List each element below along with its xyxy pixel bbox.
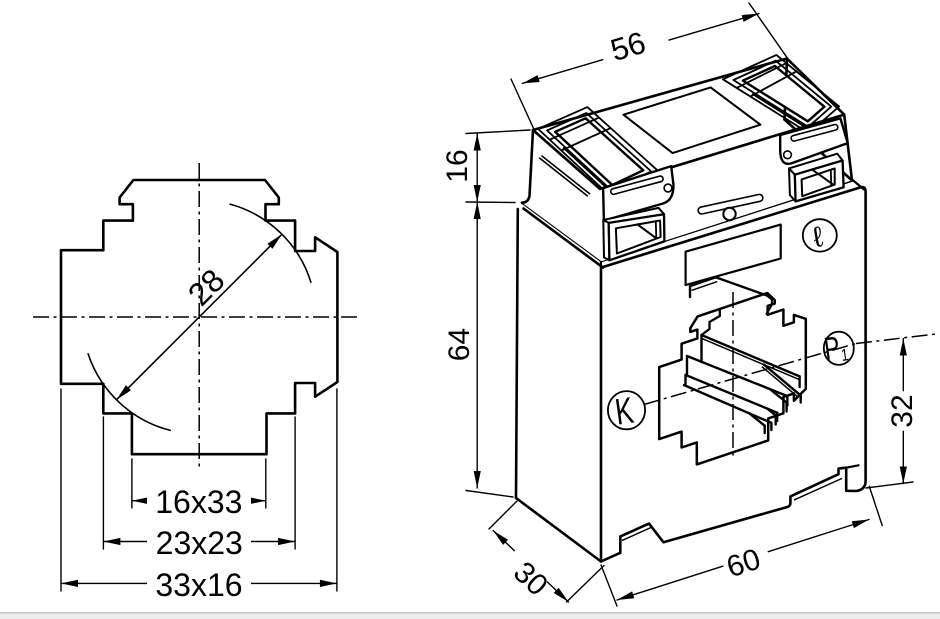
svg-text:K: K — [613, 389, 637, 432]
svg-text:33x16: 33x16 — [155, 567, 242, 603]
svg-text:P: P — [822, 330, 842, 367]
svg-text:32: 32 — [886, 394, 919, 427]
svg-text:16: 16 — [441, 149, 474, 182]
svg-text:16x33: 16x33 — [155, 484, 242, 520]
svg-text:64: 64 — [443, 328, 476, 361]
svg-text:23x23: 23x23 — [156, 525, 243, 561]
svg-text:1: 1 — [840, 345, 850, 365]
